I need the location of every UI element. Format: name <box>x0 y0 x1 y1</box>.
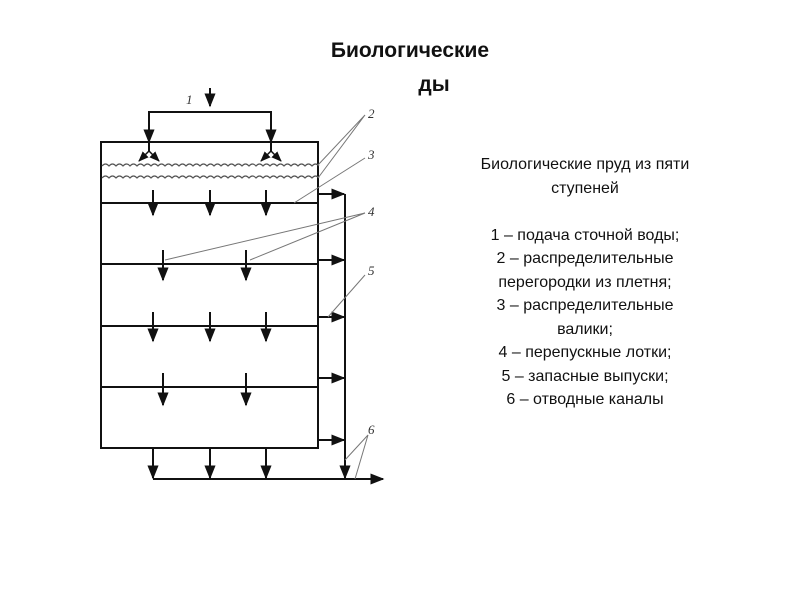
legend-item: 3 – распределительные <box>496 297 674 314</box>
leader-2 <box>317 114 366 179</box>
title-line-1: Биологические <box>330 39 490 62</box>
label-4: 4 <box>368 204 375 219</box>
distribution-partitions <box>101 163 320 179</box>
legend-item: 2 – распределительные <box>496 250 674 267</box>
label-6: 6 <box>368 422 375 437</box>
leader-6 <box>344 434 369 480</box>
legend-item: валики; <box>557 320 613 338</box>
legend-heading-2: ступеней <box>551 179 619 197</box>
label-3: 3 <box>367 147 375 162</box>
inlet-header <box>143 111 277 144</box>
title-line-2: ды <box>418 73 450 96</box>
label-1: 1 <box>186 92 193 107</box>
leader-3 <box>293 157 366 204</box>
spray-arrow <box>138 150 150 162</box>
legend-text: Биологические пруд из пяти ступеней 1 – … <box>440 153 730 412</box>
legend-item: 5 – запасные выпуски; <box>501 367 669 385</box>
legend-item: 4 – перепускные лотки; <box>498 344 672 361</box>
pond-outline <box>100 141 319 449</box>
wave-partition <box>101 163 320 167</box>
leader-5 <box>327 274 366 318</box>
legend-heading-1: Биологические пруд из пяти <box>480 156 690 173</box>
legend-item: перегородки из плетня; <box>498 273 672 291</box>
spray-arrow <box>270 150 282 162</box>
spray-arrow <box>260 150 272 162</box>
leader-4 <box>164 212 366 261</box>
wave-partition <box>101 175 320 179</box>
slide-title: Биологические ды <box>280 34 540 102</box>
label-2: 2 <box>368 106 375 121</box>
spray-arrow <box>148 150 160 162</box>
legend-item: 1 – подача сточной воды; <box>490 226 680 244</box>
legend-item: 6 – отводные каналы <box>506 391 664 408</box>
label-5: 5 <box>368 263 375 278</box>
